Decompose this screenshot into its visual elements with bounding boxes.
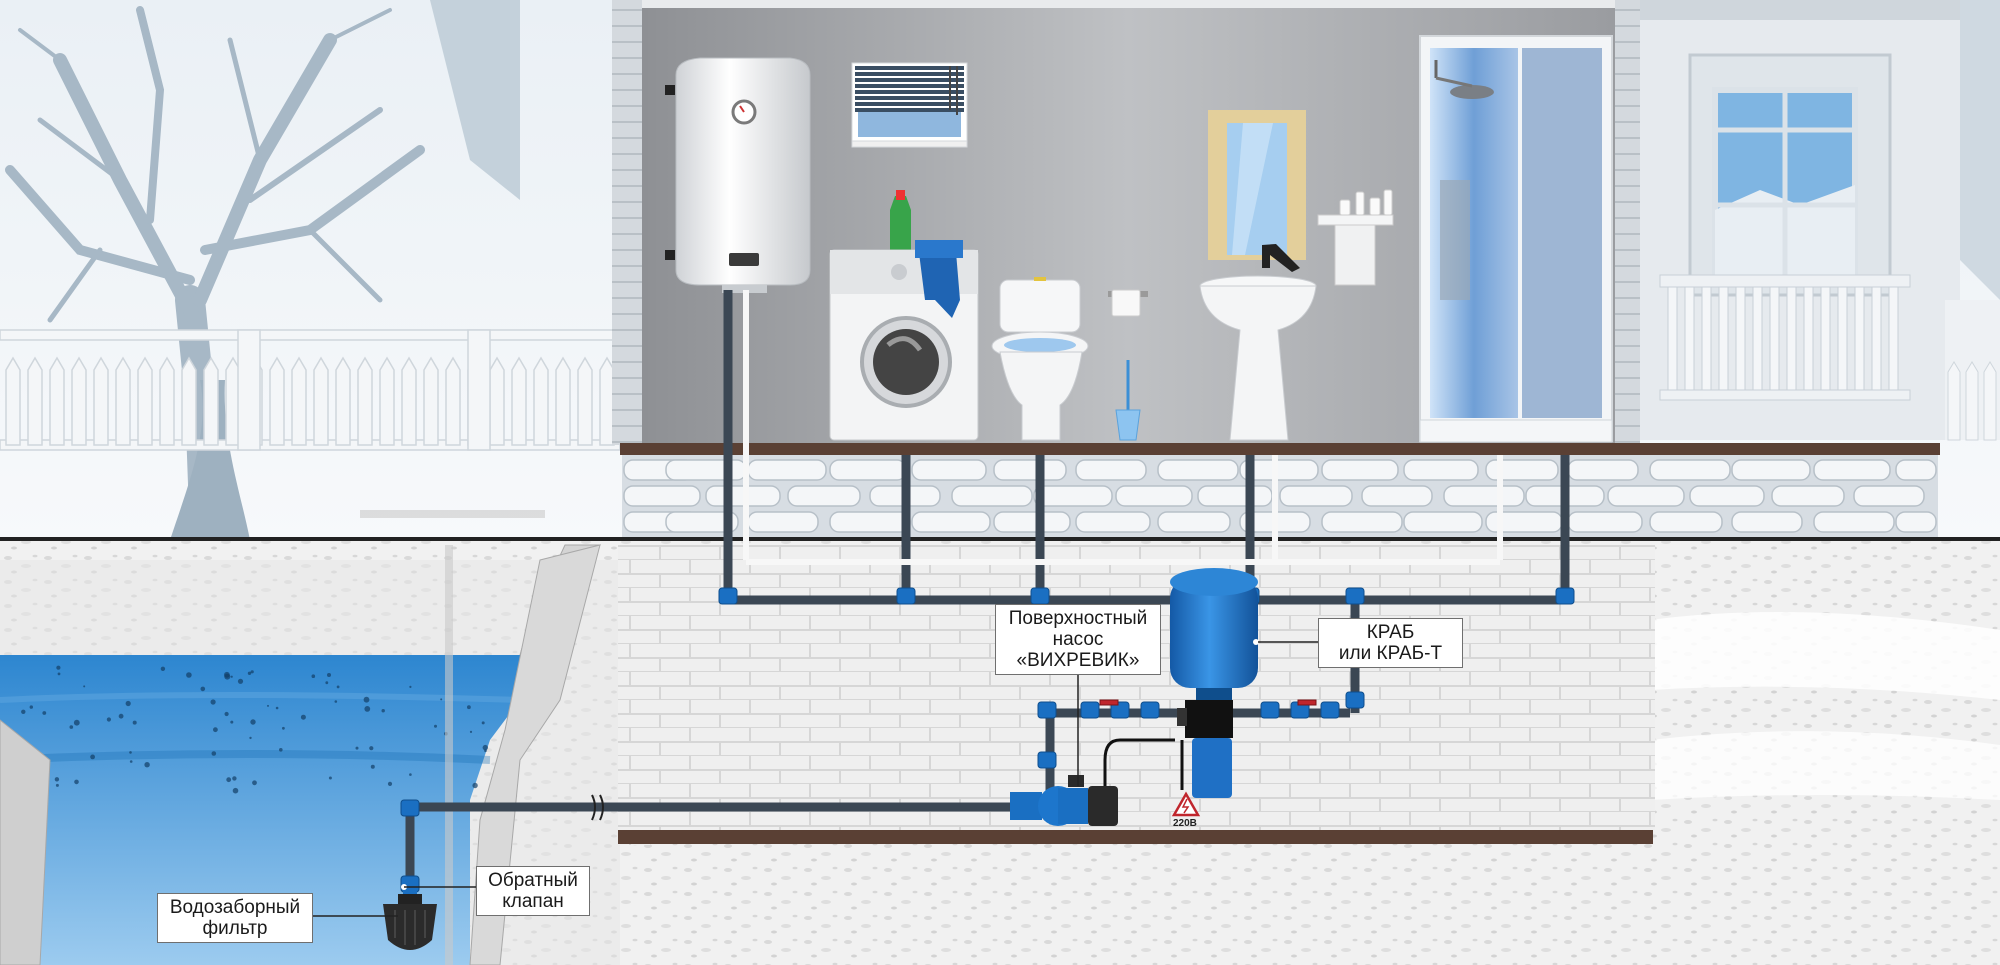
pump-label-line1: Поверхностный [1008, 608, 1148, 629]
voltage-warning-icon [1171, 791, 1201, 817]
pump-label-line2: насос [1052, 629, 1104, 650]
intake-filter-label: Водозаборный фильтр [157, 893, 313, 943]
washing-machine-icon [829, 190, 979, 441]
pump-label-line3: «ВИХРЕВИК» [1016, 650, 1140, 671]
voltage-label: 220В [1173, 818, 1197, 829]
valve-handles [1099, 699, 1317, 706]
pump-label: Поверхностный насос «ВИХРЕВИК» [995, 604, 1161, 675]
check-valve-label-line2: клапан [502, 891, 564, 912]
check-valve-label: Обратный клапан [476, 866, 590, 916]
tank-label: КРАБ или КРАБ-Т [1318, 618, 1463, 668]
shelf-icon [1317, 189, 1394, 286]
floor-beam [620, 443, 1940, 455]
surface-pump-icon [1010, 775, 1118, 826]
tank-label-line2: или КРАБ-Т [1338, 643, 1443, 664]
basement-wall [650, 545, 1625, 830]
water-heater-icon [665, 57, 811, 293]
leader-lines [311, 641, 1318, 917]
sink-icon [1199, 244, 1317, 441]
toilet-brush-icon [1115, 360, 1141, 441]
pressure-tank-icon [1170, 568, 1259, 798]
intake-filter-label-line1: Водозаборный [169, 897, 301, 918]
mirror-icon [1208, 110, 1306, 260]
window-blinds-icon [851, 62, 968, 148]
power-cable [1103, 738, 1184, 790]
toilet-paper-icon [1108, 289, 1148, 317]
toilet-icon [991, 277, 1089, 441]
fence-left [0, 329, 621, 451]
intake-filter-label-line2: фильтр [202, 918, 268, 939]
basement-floor [618, 830, 1653, 844]
porch [1640, 0, 2000, 441]
shower-cabin-icon [1419, 35, 1613, 443]
check-valve-label-line1: Обратный [488, 870, 578, 891]
tank-label-line1: КРАБ [1366, 622, 1415, 643]
